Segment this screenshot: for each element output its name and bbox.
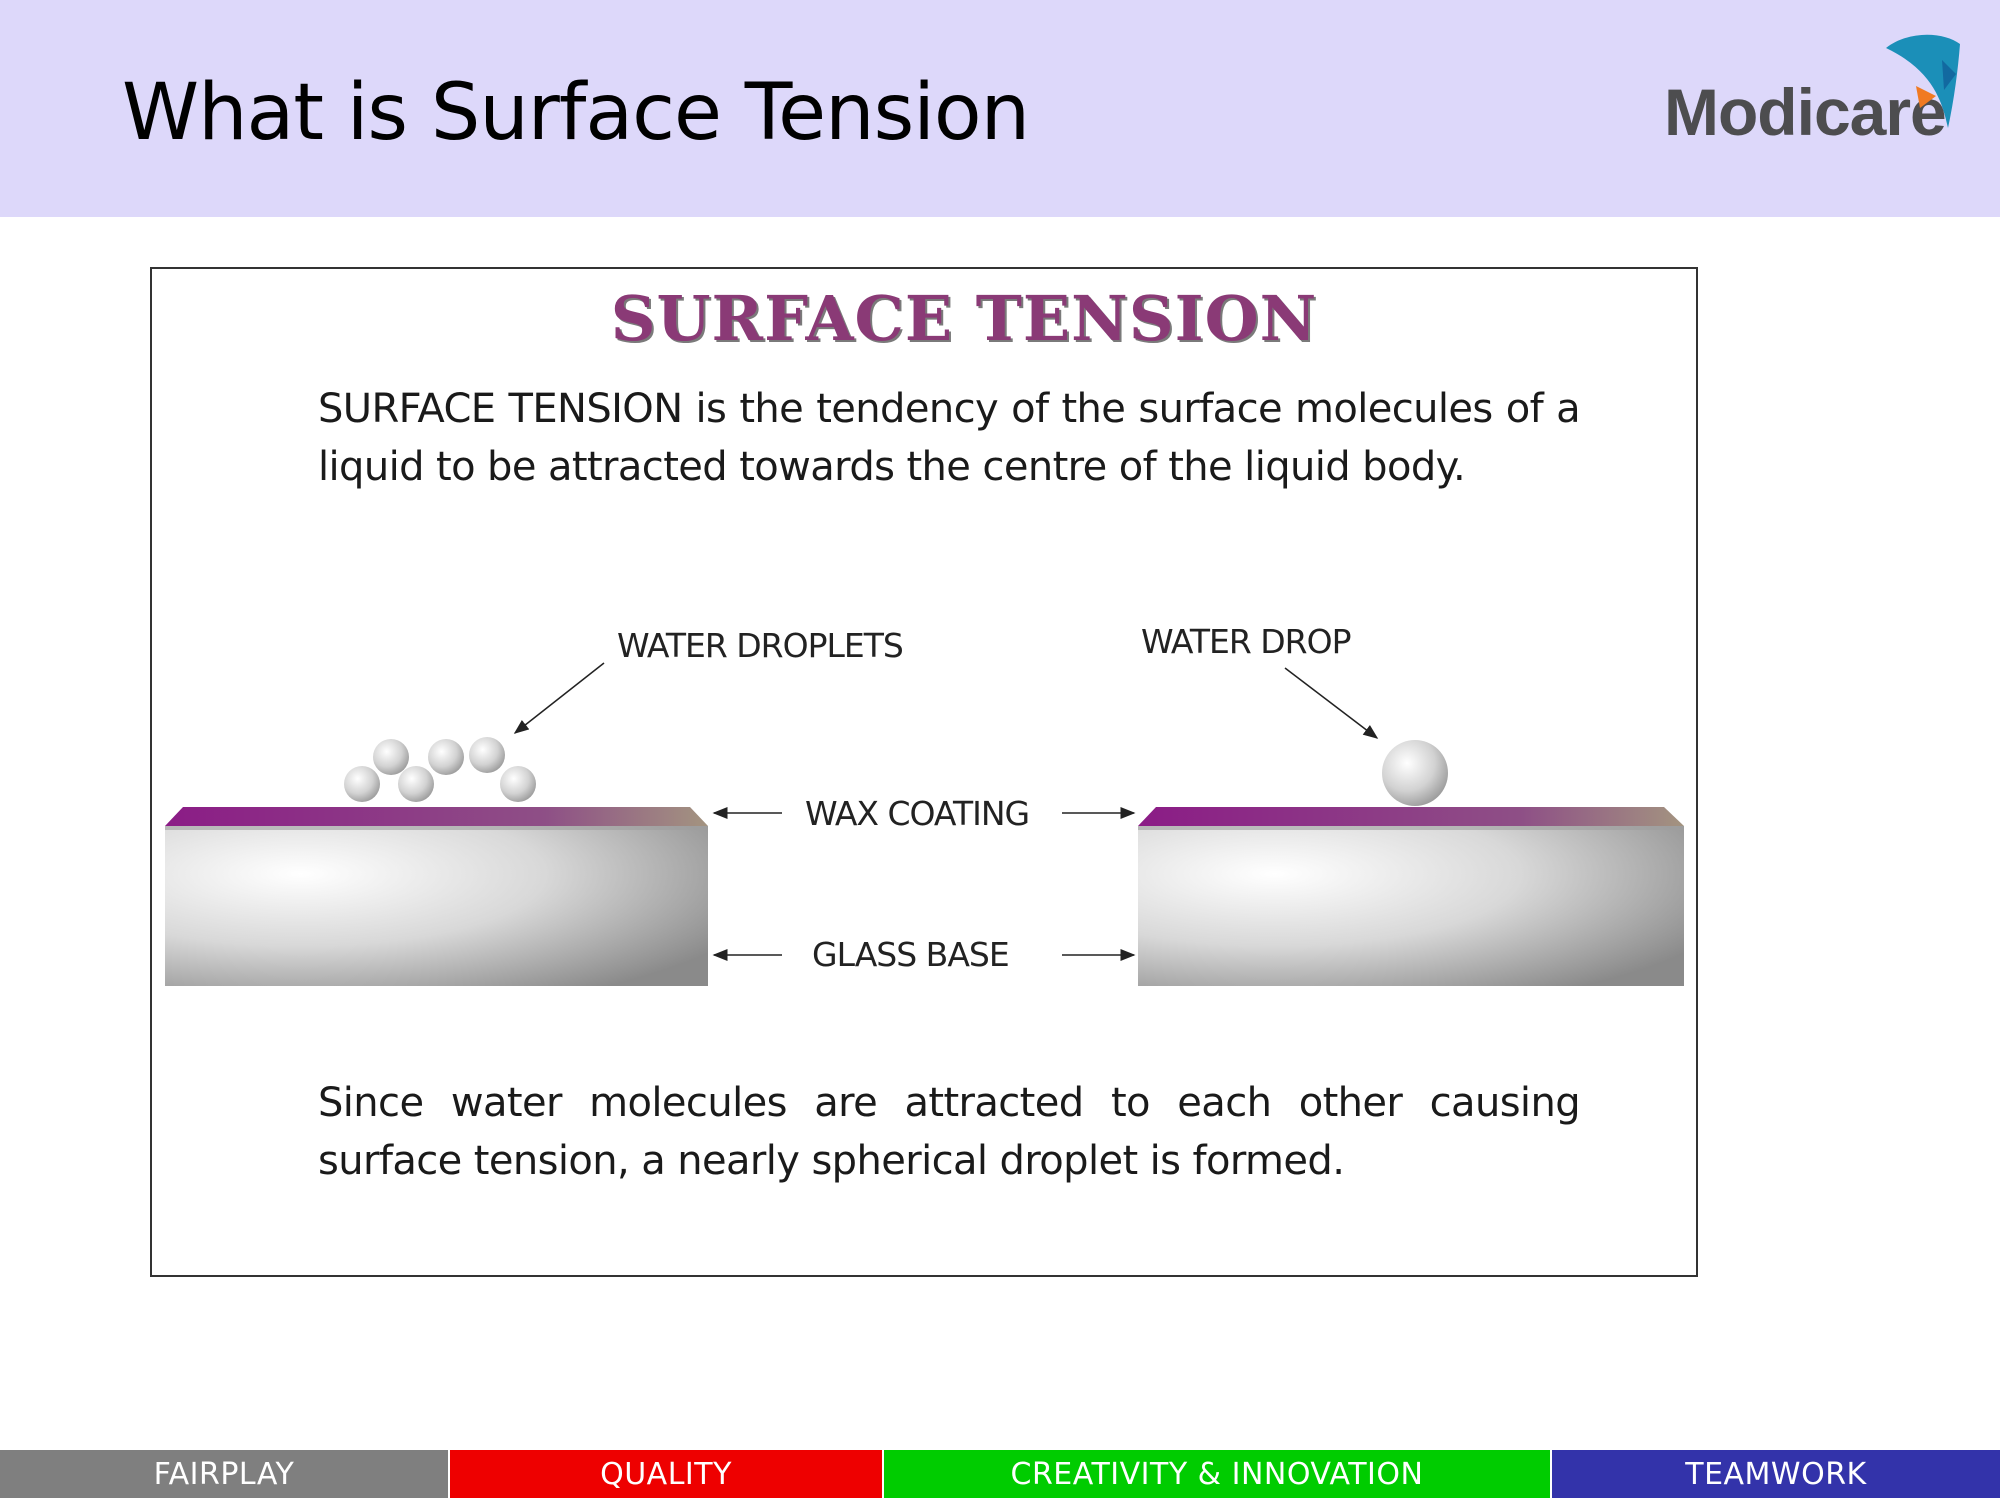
footer-fairplay: FAIRPLAY bbox=[0, 1450, 450, 1498]
modicare-logo-mark-icon bbox=[1886, 34, 1960, 128]
definition-text: SURFACE TENSION is the tendency of the s… bbox=[318, 386, 1581, 490]
label-wax-coating: WAX COATING bbox=[805, 794, 1030, 833]
label-glass-base: GLASS BASE bbox=[812, 935, 1010, 974]
figure-title: SURFACE TENSION bbox=[610, 282, 1318, 355]
conclusion-text: Since water molecules are attracted to e… bbox=[318, 1080, 1581, 1184]
values-footer: FAIRPLAY QUALITY CREATIVITY & INNOVATION… bbox=[0, 1450, 2000, 1498]
footer-teamwork: TEAMWORK bbox=[1552, 1450, 2000, 1498]
slide-header: What is Surface Tension Modicare bbox=[0, 0, 2000, 217]
label-water-droplets: WATER DROPLETS bbox=[617, 626, 904, 665]
right-glass-slab bbox=[1138, 807, 1684, 986]
left-glass-slab bbox=[165, 807, 708, 986]
water-drop bbox=[1382, 740, 1448, 806]
water-droplets bbox=[344, 737, 536, 802]
label-water-drop: WATER DROP bbox=[1141, 622, 1351, 661]
modicare-logo: Modicare bbox=[1664, 75, 1947, 149]
slide-title: What is Surface Tension bbox=[122, 68, 1030, 158]
footer-creativity-innovation: CREATIVITY & INNOVATION bbox=[884, 1450, 1552, 1498]
footer-quality: QUALITY bbox=[450, 1450, 884, 1498]
